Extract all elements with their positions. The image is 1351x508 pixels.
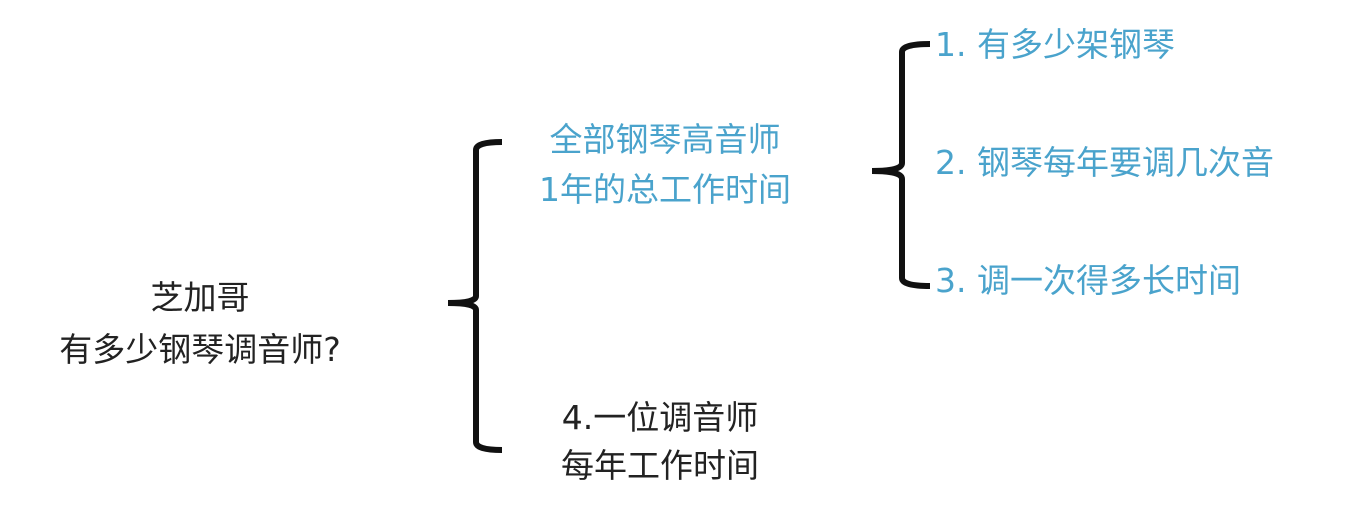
total-line-2: 1年的总工作时间 xyxy=(539,170,791,209)
root-line-2: 有多少钢琴调音师? xyxy=(59,330,341,369)
sub-bracket xyxy=(871,41,931,289)
sub-item-2: 2. 钢琴每年要调几次音 xyxy=(935,143,1274,182)
total-line-1: 全部钢琴高音师 xyxy=(549,120,781,159)
sub-item-3: 3. 调一次得多长时间 xyxy=(935,261,1241,300)
single-line-1: 4.一位调音师 xyxy=(561,398,759,437)
single-tuner-node: 4.一位调音师 每年工作时间 xyxy=(510,398,810,486)
single-line-2: 每年工作时间 xyxy=(561,446,759,485)
total-work-time-node: 全部钢琴高音师 1年的总工作时间 xyxy=(505,120,825,210)
main-bracket xyxy=(447,139,503,453)
sub-item-1: 1. 有多少架钢琴 xyxy=(935,25,1175,64)
root-question: 芝加哥 有多少钢琴调音师? xyxy=(10,278,390,370)
root-line-1: 芝加哥 xyxy=(150,278,250,317)
